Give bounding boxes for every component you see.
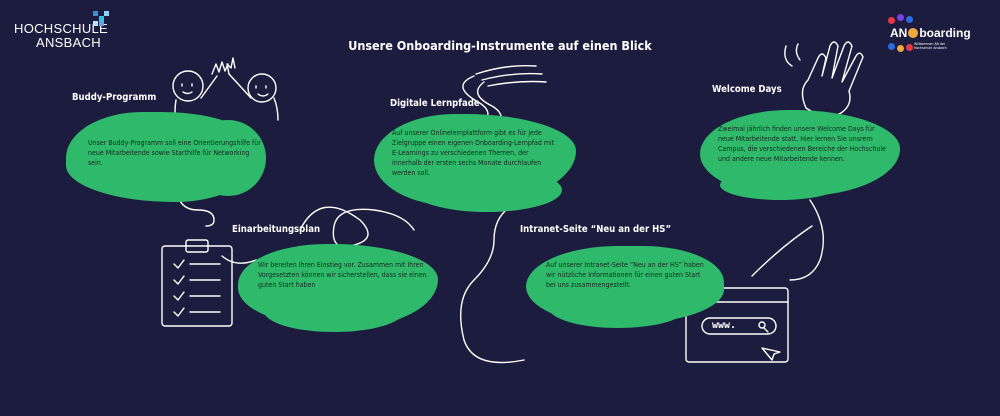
logo-square-icon	[99, 16, 104, 21]
logo-square-icon	[104, 11, 109, 16]
anboarding-wordmark: AN boarding	[890, 26, 971, 40]
welcome-text: Zweimal jährlich finden unsere Welcome D…	[718, 125, 887, 163]
einarbeitung-text: Wir bereiten Ihren Einstieg vor. Zusamme…	[258, 261, 427, 289]
einarbeitung-blob-part	[264, 290, 404, 332]
welcome-title: Welcome Days	[712, 84, 782, 95]
anboarding-prefix: AN	[890, 26, 908, 40]
logo-dot-icon	[906, 44, 913, 51]
anboarding-suffix: boarding	[919, 26, 971, 40]
page-title: Unsere Onboarding-Instrumente auf einen …	[348, 38, 652, 53]
logo-square-icon	[93, 21, 98, 26]
anboarding-logo: AN boarding Willkommen AN der Hochschule …	[884, 14, 984, 54]
welcome-blob-part	[720, 170, 840, 200]
logo-square-icon	[93, 11, 98, 16]
wordmark-dot-icon	[908, 28, 919, 38]
buddy-title: Buddy-Programm	[72, 92, 157, 103]
clipboard-icon	[161, 239, 233, 327]
buddy-text: Unser Buddy-Programm soll eine Orientier…	[88, 139, 261, 167]
logo-dot-icon	[897, 45, 904, 52]
logo-dot-icon	[888, 43, 895, 50]
lernpfade-blob-part	[412, 168, 562, 212]
intranet-text: Auf unserer Intranet-Seite “Neu an der H…	[546, 261, 704, 289]
high-five-icon	[172, 57, 279, 123]
anboarding-tagline: Willkommen AN der Hochschule Ansbach	[914, 42, 947, 50]
logo-line-1: HOCHSCHULE	[14, 21, 109, 36]
intranet-title: Intranet-Seite “Neu an der HS”	[520, 224, 672, 235]
hochschule-ansbach-logo: HOCHSCHULE ANSBACH	[14, 11, 134, 50]
logo-dot-icon	[888, 17, 895, 24]
intranet-blob-part	[548, 286, 688, 328]
lernpfade-text: Auf unserer Onlinelernplattform gibt es …	[392, 129, 555, 177]
einarbeitung-title: Einarbeitungsplan	[232, 224, 321, 235]
logo-square-icon	[99, 21, 104, 26]
logo-dot-icon	[897, 14, 904, 21]
lernpfade-title: Digitale Lernpfade	[390, 98, 480, 109]
buddy-blob-part	[190, 120, 266, 196]
logo-dot-icon	[906, 16, 913, 23]
browser-address-text: www.	[712, 320, 737, 331]
logo-line-2: ANSBACH	[36, 35, 101, 50]
